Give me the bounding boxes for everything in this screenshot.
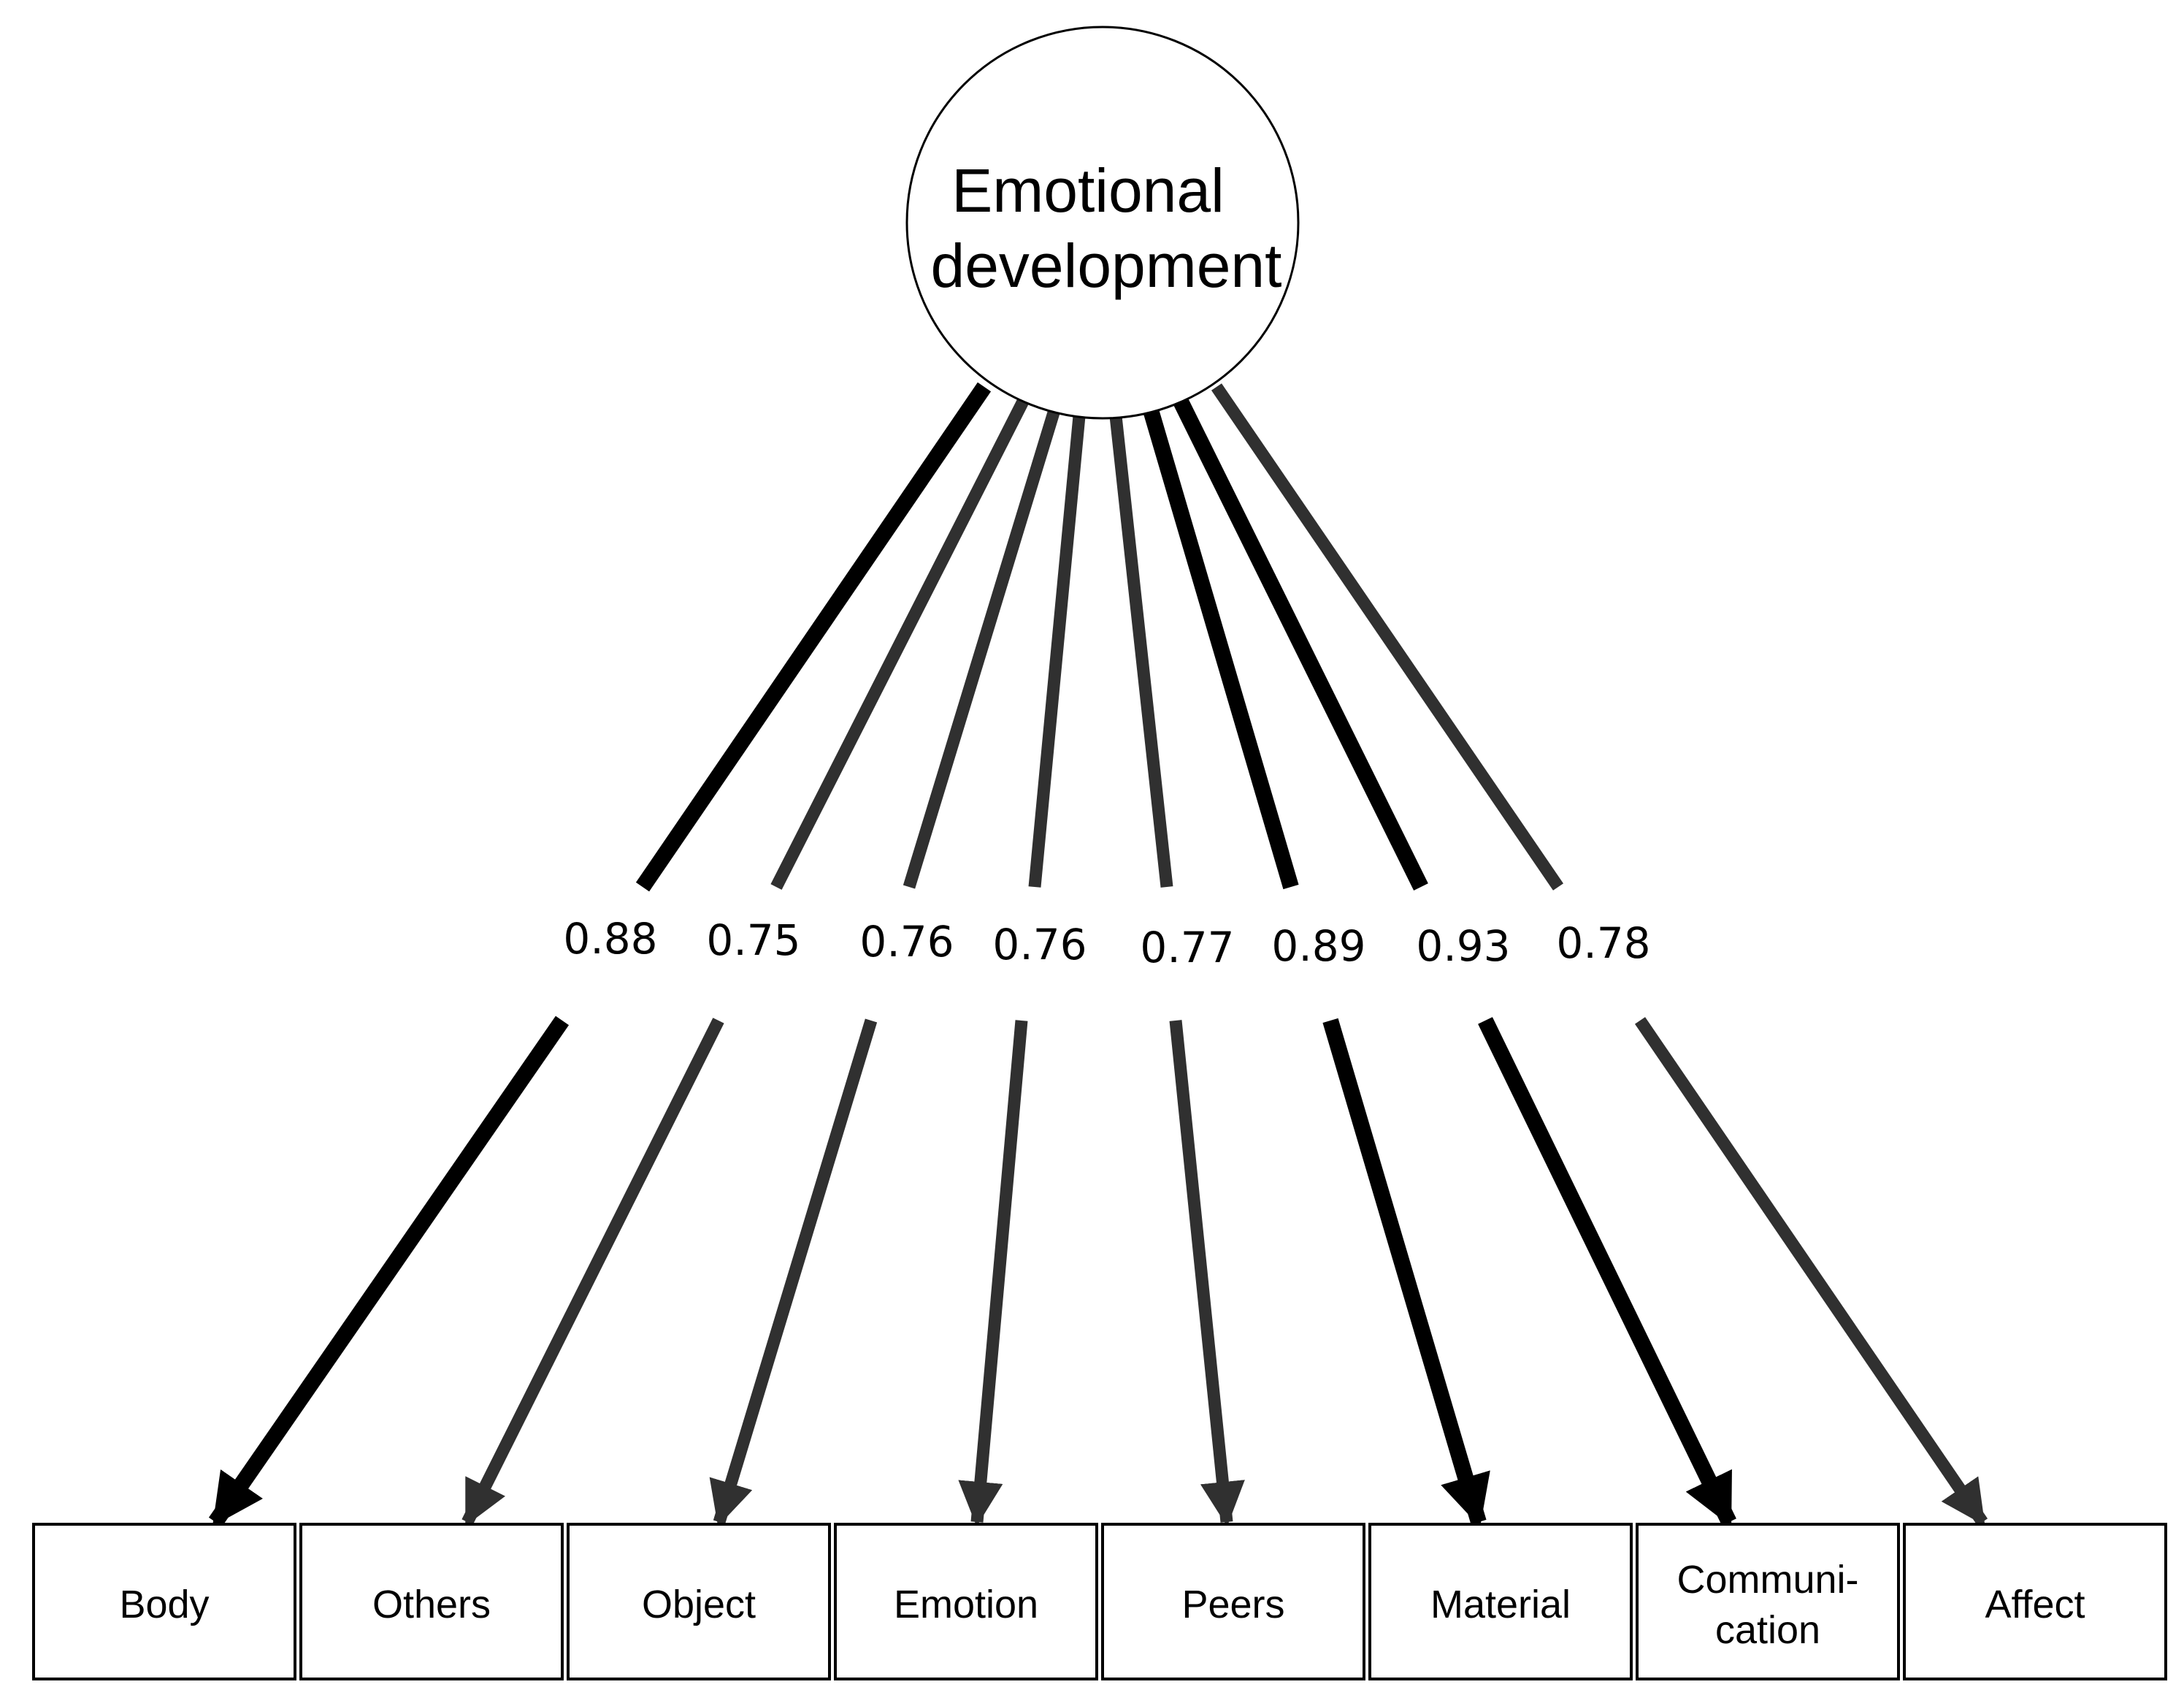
indicator-label-6: Material: [1430, 1583, 1571, 1626]
path-arrow-8: [1634, 1017, 1988, 1526]
loading-labels: 0.88 0.75 0.76 0.76 0.77 0.89 0.93 0.78: [563, 914, 1650, 972]
indicator-label-7-line2: cation: [1715, 1608, 1820, 1652]
path-upper-2: [770, 397, 1030, 890]
loading-paths: [208, 382, 1988, 1527]
indicator-box-7: [1636, 1523, 1900, 1680]
indicator-label-5: Peers: [1181, 1583, 1284, 1626]
loading-value-8: 0.78: [1556, 918, 1650, 968]
path-upper-4: [1028, 415, 1086, 888]
path-upper-5: [1109, 415, 1173, 888]
loading-value-5: 0.77: [1140, 923, 1234, 972]
path-upper-7: [1173, 396, 1428, 891]
path-upper-8: [1211, 383, 1564, 891]
latent-circle: [905, 26, 1300, 420]
loading-value-1: 0.88: [563, 914, 657, 964]
loading-value-2: 0.75: [706, 915, 800, 965]
loading-value-7: 0.93: [1416, 921, 1510, 971]
path-upper-3: [903, 408, 1061, 889]
loading-value-3: 0.76: [859, 917, 954, 967]
indicator-boxes: Body Others Object Emotion Peers Material Comm…: [32, 1523, 2167, 1680]
path-arrow-6: [1322, 1018, 1490, 1527]
indicator-label-4: Emotion: [894, 1583, 1038, 1626]
indicator-box-2: [299, 1523, 564, 1680]
path-upper-6: [1143, 407, 1299, 890]
path-arrow-1: [208, 1015, 570, 1527]
path-arrow-4: [958, 1020, 1028, 1527]
loading-value-4: 0.76: [992, 920, 1087, 969]
path-upper-1: [635, 382, 992, 892]
path-arrow-2: [461, 1018, 724, 1526]
latent-variable: Emotional development: [905, 26, 1300, 420]
indicator-box-6: [1368, 1523, 1633, 1680]
indicator-label-1: Body: [119, 1583, 209, 1626]
path-arrow-7: [1478, 1017, 1736, 1527]
path-arrow-3: [709, 1018, 878, 1526]
indicator-box-4: [834, 1523, 1098, 1680]
indicator-label-3: Object: [642, 1583, 756, 1626]
indicator-label-7-line1: Communi-: [1677, 1558, 1858, 1602]
loading-value-6: 0.89: [1271, 921, 1365, 971]
indicator-box-5: [1101, 1523, 1365, 1680]
indicator-box-3: [567, 1523, 831, 1680]
indicator-box-1: [32, 1523, 296, 1680]
indicator-label-8: Affect: [1985, 1583, 2085, 1626]
latent-label-line1: Emotional: [951, 156, 1225, 225]
latent-label-line2: development: [931, 231, 1282, 300]
indicator-label-2: Others: [372, 1583, 491, 1626]
indicator-box-8: [1903, 1523, 2167, 1680]
path-arrow-5: [1169, 1020, 1245, 1527]
